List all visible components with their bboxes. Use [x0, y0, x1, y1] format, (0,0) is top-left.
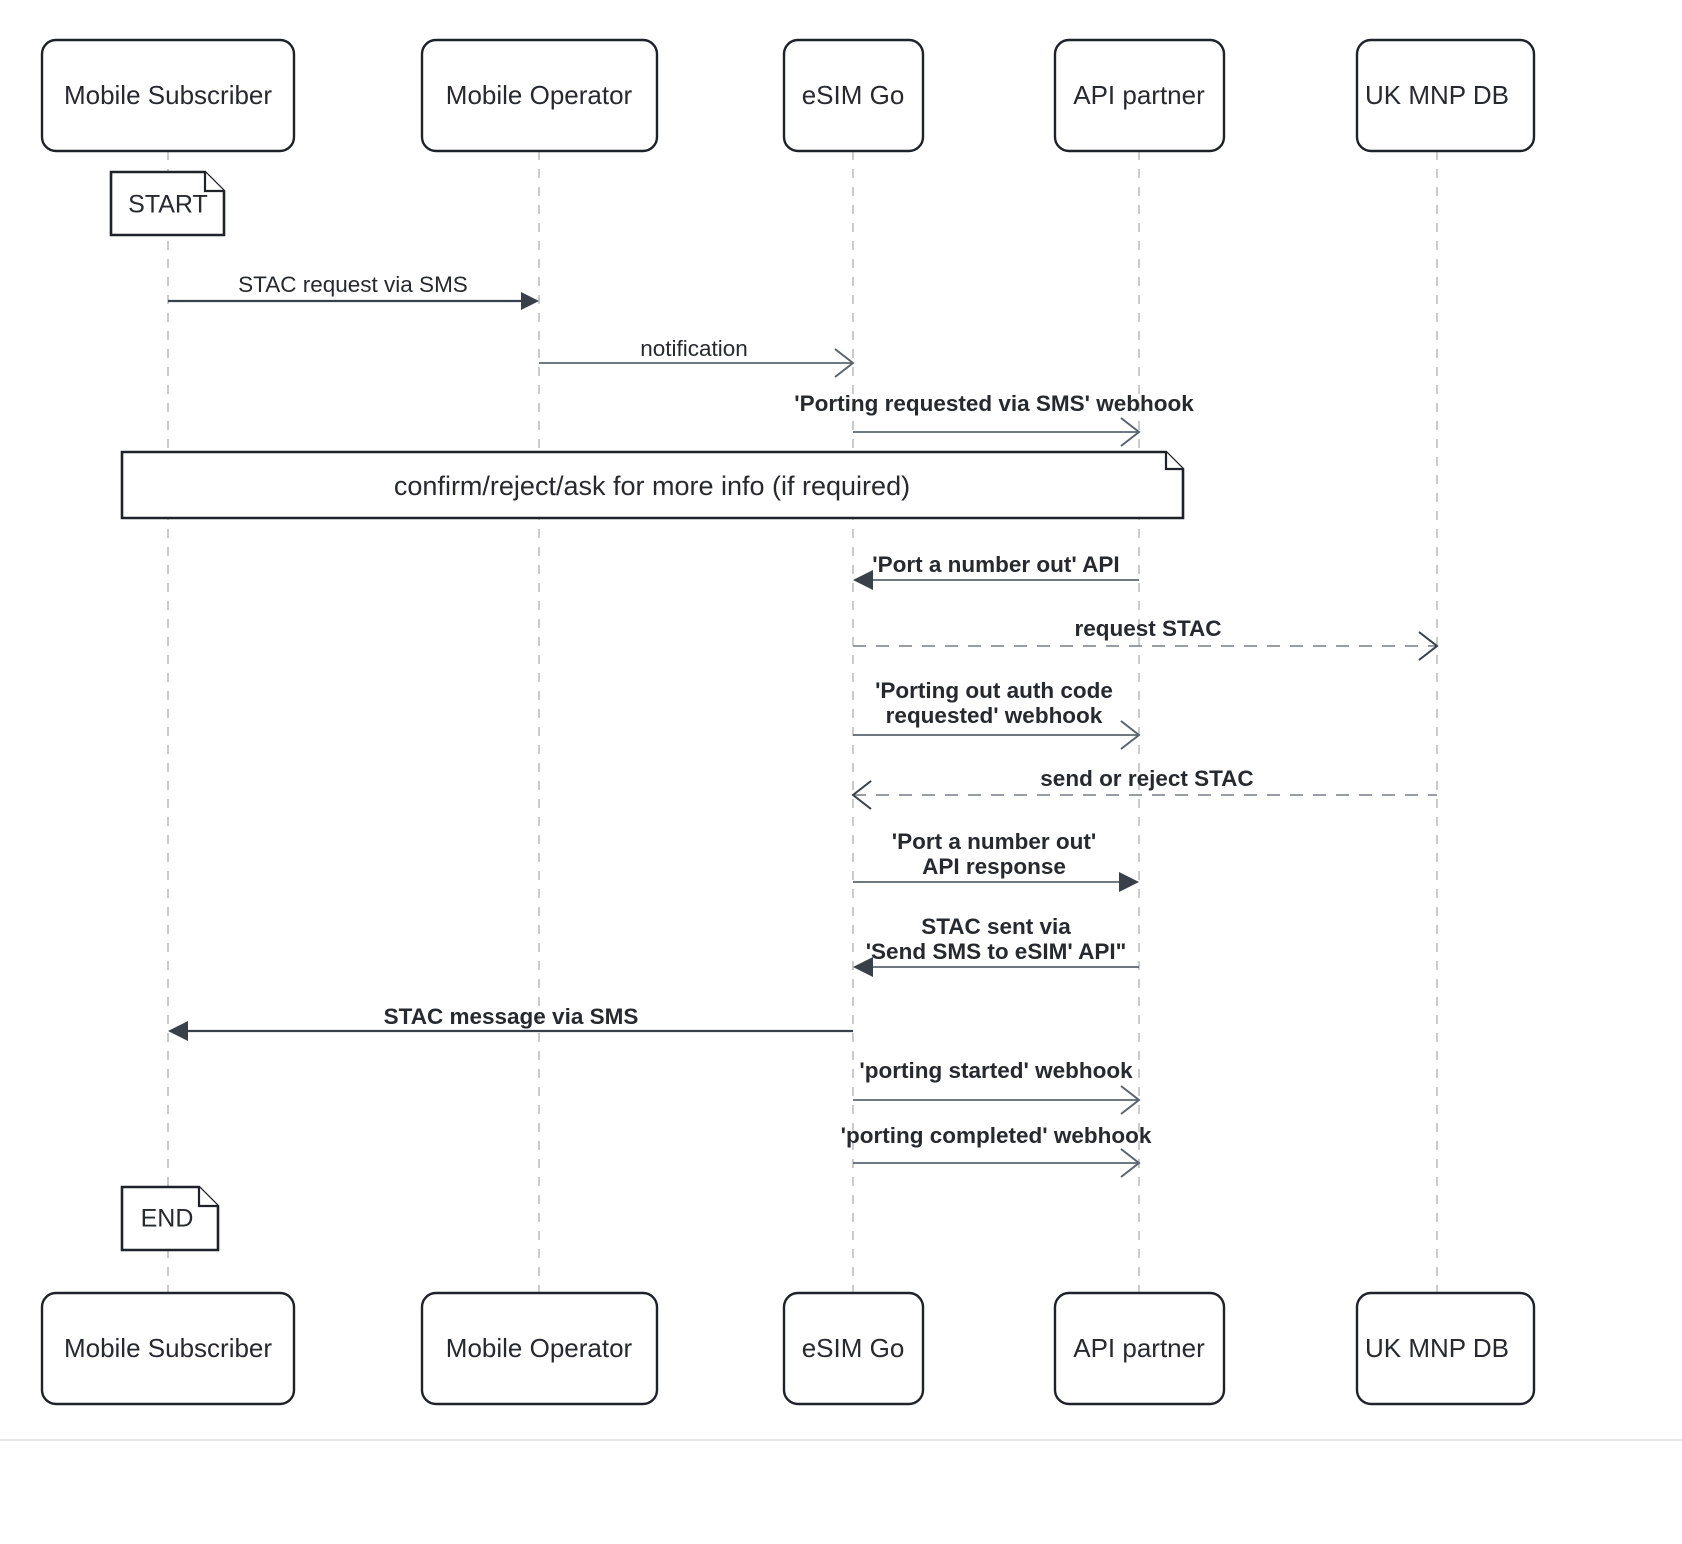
participant-box [782, 38, 925, 153]
message-label: STAC message via SMS [384, 1004, 639, 1029]
participant-label: API partner [1073, 1333, 1205, 1363]
message-stac-sent-via-send-sms-api[interactable]: STAC sent via 'Send SMS to eSIM' API" [853, 914, 1139, 977]
arrowhead-filled-right [521, 292, 539, 310]
participant-box [1053, 38, 1226, 153]
arrowhead-filled-left [853, 570, 873, 590]
participant-label: UK MNP DB [1365, 1333, 1509, 1363]
message-porting-started-webhook[interactable]: 'porting started' webhook [853, 1058, 1141, 1115]
participant-label: eSIM Go [802, 80, 905, 110]
arrowhead-open-right [1120, 417, 1141, 447]
note-end-label: END [141, 1205, 194, 1233]
note-confirm-reject[interactable]: confirm/reject/ask for more info (if req… [120, 450, 1185, 520]
arrowhead-filled-left [168, 1021, 188, 1041]
message-label: send or reject STAC [1040, 766, 1253, 791]
message-porting-out-auth-code-webhook[interactable]: 'Porting out auth code requested' webhoo… [853, 678, 1141, 750]
participant-box [1053, 1291, 1226, 1406]
participant-label: eSIM Go [802, 1333, 905, 1363]
message-label-line1: 'Porting out auth code [875, 678, 1113, 703]
participant-esimgo-top[interactable]: eSIM Go [782, 38, 925, 153]
participant-operator-bottom[interactable]: Mobile Operator [420, 1291, 659, 1406]
message-label: notification [640, 336, 748, 361]
arrowhead-open-right [834, 348, 855, 378]
message-label-line1: 'Port a number out' [892, 829, 1096, 854]
participant-subscriber-bottom[interactable]: Mobile Subscriber [40, 1291, 296, 1406]
participant-subscriber-top[interactable]: Mobile Subscriber [40, 38, 296, 153]
arrowhead-open-right [1418, 631, 1439, 661]
message-notification[interactable]: notification [539, 336, 855, 378]
participant-label: Mobile Operator [446, 1333, 633, 1363]
participant-label: UK MNP DB [1365, 80, 1509, 110]
message-stac-request-via-sms[interactable]: STAC request via SMS [168, 272, 539, 310]
message-request-stac[interactable]: request STAC [853, 616, 1439, 661]
participant-label: API partner [1073, 80, 1205, 110]
participant-box [40, 38, 296, 153]
participant-box [40, 1291, 296, 1406]
participant-box [782, 1291, 925, 1406]
participant-ukmnpdb-top[interactable]: UK MNP DB [1355, 38, 1536, 153]
arrowhead-filled-right [1119, 872, 1139, 892]
arrowhead-open-right [1120, 1085, 1141, 1115]
message-label: 'Porting requested via SMS' webhook [794, 391, 1194, 416]
message-label: 'Port a number out' API [872, 552, 1119, 577]
message-label-line1: STAC sent via [921, 914, 1071, 939]
participant-apipartner-bottom[interactable]: API partner [1053, 1291, 1226, 1406]
note-confirm-shape [120, 450, 1185, 520]
arrowhead-filled-left [853, 957, 873, 977]
arrowhead-open-left [851, 780, 872, 810]
participants-top: Mobile Subscriber Mobile Operator eSIM G… [40, 38, 1536, 153]
note-end[interactable]: END [120, 1185, 220, 1252]
note-start-fold [203, 172, 224, 193]
participant-box [1355, 1291, 1536, 1406]
note-end-shape [120, 1185, 220, 1252]
participant-label: Mobile Operator [446, 80, 633, 110]
message-port-a-number-out-api-response[interactable]: 'Port a number out' API response [853, 829, 1139, 892]
message-port-a-number-out-api[interactable]: 'Port a number out' API [853, 552, 1139, 590]
arrowhead-open-right [1120, 1148, 1141, 1178]
message-label-line2: API response [922, 854, 1066, 879]
participant-label: Mobile Subscriber [64, 1333, 272, 1363]
note-start[interactable]: START [109, 170, 226, 237]
note-start-label: START [128, 191, 208, 219]
message-label: request STAC [1074, 616, 1221, 641]
note-start-shape [109, 170, 226, 237]
note-end-fold [197, 1187, 218, 1208]
participant-operator-top[interactable]: Mobile Operator [420, 38, 659, 153]
message-porting-completed-webhook[interactable]: 'porting completed' webhook [841, 1123, 1152, 1178]
message-stac-message-via-sms[interactable]: STAC message via SMS [168, 1004, 853, 1041]
participants-bottom: Mobile Subscriber Mobile Operator eSIM G… [40, 1291, 1536, 1406]
participant-box [1355, 38, 1536, 153]
participant-ukmnpdb-bottom[interactable]: UK MNP DB [1355, 1291, 1536, 1406]
participant-box [420, 1291, 659, 1406]
message-label: 'porting completed' webhook [841, 1123, 1152, 1148]
arrowhead-open-right [1120, 720, 1141, 750]
note-confirm-label: confirm/reject/ask for more info (if req… [394, 471, 910, 501]
participant-esimgo-bottom[interactable]: eSIM Go [782, 1291, 925, 1406]
participant-apipartner-top[interactable]: API partner [1053, 38, 1226, 153]
message-label: 'porting started' webhook [859, 1058, 1133, 1083]
message-porting-requested-webhook[interactable]: 'Porting requested via SMS' webhook [794, 391, 1194, 447]
message-label: STAC request via SMS [238, 272, 468, 297]
message-send-or-reject-stac[interactable]: send or reject STAC [851, 766, 1437, 810]
note-confirm-fold [1164, 452, 1183, 471]
participant-label: Mobile Subscriber [64, 80, 272, 110]
participant-box [420, 38, 659, 153]
message-label-line2: 'Send SMS to eSIM' API" [866, 939, 1127, 964]
message-label-line2: requested' webhook [886, 703, 1103, 728]
lifelines [167, 151, 1438, 1293]
